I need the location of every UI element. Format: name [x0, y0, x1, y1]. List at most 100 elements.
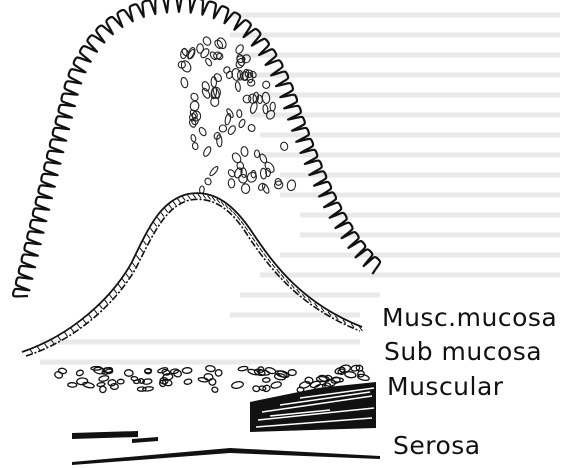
- cell-nucleus: [202, 36, 213, 47]
- hatch-mark: [37, 347, 40, 351]
- cell-nucleus: [235, 81, 241, 92]
- cell-nucleus: [197, 44, 204, 54]
- hatch-mark: [58, 336, 61, 340]
- hatch-mark: [150, 228, 153, 232]
- cell-nucleus: [222, 66, 231, 75]
- submucosa-cell: [98, 375, 109, 382]
- cell-nucleus: [192, 142, 199, 150]
- hatch-mark: [268, 259, 271, 263]
- cell-nucleus: [226, 108, 235, 119]
- hatch-mark: [256, 243, 259, 247]
- cell-nucleus: [219, 125, 227, 132]
- submucosa-cell: [54, 371, 63, 379]
- label-musc-mucosa: Musc.mucosa: [382, 305, 557, 330]
- hatch-mark: [198, 194, 201, 198]
- hatch-mark: [143, 241, 146, 245]
- hatch-mark: [140, 248, 143, 252]
- hatch-mark: [157, 217, 160, 221]
- submucosa-cell: [252, 385, 260, 392]
- label-serosa: Serosa: [393, 433, 481, 458]
- hatch-mark: [133, 263, 136, 267]
- hatch-mark: [65, 332, 68, 336]
- hatch-mark: [51, 340, 54, 344]
- hatch-mark: [154, 223, 157, 227]
- submucosa-cell: [238, 366, 248, 372]
- muscularis-mucosae-hatching: [30, 194, 363, 353]
- hatch-mark: [126, 274, 129, 278]
- mucosal-fold: [13, 0, 380, 356]
- cell-nucleus: [261, 183, 270, 194]
- cell-nucleus: [270, 102, 276, 111]
- hatch-mark: [94, 310, 97, 314]
- hatch-mark: [100, 305, 103, 309]
- hatch-mark: [114, 289, 117, 293]
- submucosa-cell: [117, 379, 124, 384]
- submucosa-cell: [215, 369, 223, 377]
- cell-nucleus: [240, 146, 248, 157]
- muscular-layer: [250, 382, 376, 432]
- cell-nucleus: [189, 92, 199, 102]
- cell-nucleus: [204, 177, 212, 186]
- hatch-mark: [272, 264, 275, 268]
- hatch-mark: [77, 324, 80, 328]
- submucosa-cell: [108, 379, 116, 386]
- cell-nucleus: [238, 119, 246, 129]
- submucosa-cell: [270, 381, 282, 389]
- hatch-mark: [71, 328, 74, 332]
- submucosa-cell: [351, 365, 360, 372]
- cell-nucleus: [236, 109, 242, 117]
- hatch-mark: [252, 237, 255, 241]
- submucosa-cell: [262, 377, 270, 382]
- muscularis-mucosae-outer: [22, 193, 362, 352]
- label-muscular: Muscular: [387, 374, 504, 399]
- hatch-mark: [161, 213, 164, 217]
- submucosa-cell: [68, 383, 77, 388]
- cell-nucleus: [286, 179, 296, 191]
- hatch-mark: [165, 208, 168, 212]
- submucosa-cell: [58, 368, 67, 375]
- hatch-mark: [136, 255, 139, 259]
- cell-nucleus: [209, 165, 220, 176]
- hatch-mark: [83, 319, 86, 323]
- serosa-stroke-upper-left: [72, 431, 138, 439]
- submucosa-cell: [205, 365, 215, 372]
- serosa-stroke-small: [132, 437, 158, 443]
- serosa-line: [72, 448, 380, 465]
- villi-epithelium: [13, 0, 380, 296]
- submucosa-cell: [124, 370, 133, 377]
- cell-nucleus: [180, 77, 189, 89]
- submucosa-cell: [204, 373, 214, 381]
- cell-nucleus: [228, 178, 235, 188]
- hatch-mark: [182, 197, 185, 201]
- submucosa-cell: [137, 387, 146, 391]
- hatch-mark: [178, 199, 181, 203]
- cell-nucleus: [213, 72, 223, 83]
- hatch-mark: [193, 194, 196, 198]
- hatch-mark: [188, 195, 191, 199]
- hatch-mark: [277, 269, 280, 273]
- submucosa-cell: [133, 379, 140, 384]
- hatch-mark: [109, 295, 112, 299]
- submucosa-cell: [182, 367, 192, 373]
- hatch-mark: [169, 205, 172, 209]
- hatch-mark: [173, 201, 176, 205]
- cell-nucleus: [234, 43, 244, 54]
- cell-nucleus: [262, 92, 271, 104]
- hatch-mark: [208, 195, 211, 199]
- cell-nucleus: [262, 80, 271, 89]
- cell-nucleus: [227, 125, 237, 136]
- cell-nucleus: [198, 126, 208, 137]
- hatch-mark: [147, 234, 150, 238]
- cell-nucleus: [211, 77, 217, 88]
- hatch-mark: [129, 268, 132, 272]
- cell-nucleus: [202, 146, 212, 158]
- cell-nucleus: [263, 104, 269, 114]
- label-sub-mucosa: Sub mucosa: [384, 339, 542, 364]
- serosa-layer: [72, 431, 380, 465]
- submucosa-cell: [101, 366, 113, 375]
- cell-nucleus: [247, 123, 257, 133]
- hatch-mark: [203, 195, 206, 199]
- cell-nucleus: [241, 184, 250, 194]
- hatch-mark: [249, 232, 252, 236]
- submucosa-cell: [299, 381, 311, 390]
